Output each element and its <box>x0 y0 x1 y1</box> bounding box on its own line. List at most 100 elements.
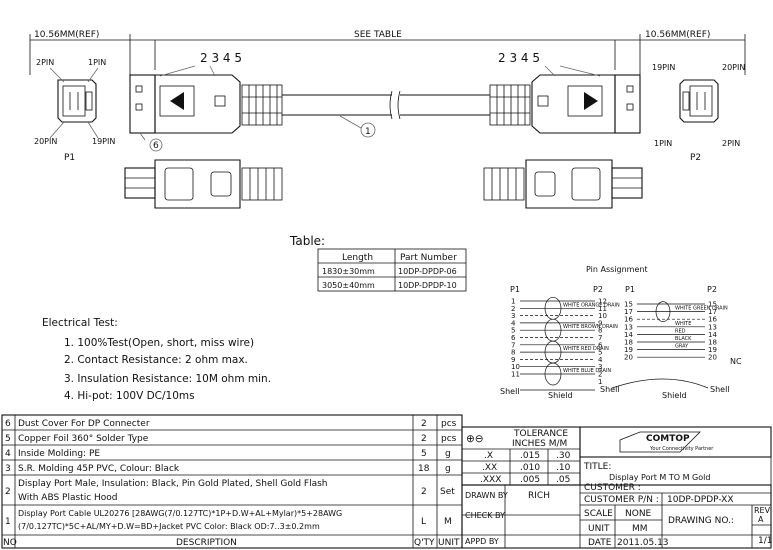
shield-left: Shield <box>548 391 573 400</box>
tol-xx-mm: .10 <box>556 463 571 473</box>
cable: 1 <box>282 90 490 138</box>
p1-pin-2: 2PIN <box>36 58 54 67</box>
title-label: TITLE: <box>583 462 611 472</box>
p2-end-view: 19PIN 20PIN 1PIN 2PIN P2 <box>652 63 745 163</box>
title-block: COMTOP Your Connectivity Partner TITLE: … <box>461 426 772 549</box>
pin-assignment: Pin Assignment P1 P2 P1 P2 1234567891011… <box>500 265 742 400</box>
check-by-label: CHECK BY <box>465 511 505 520</box>
pin-left-p1-1: 1 <box>511 298 515 306</box>
part-6-callout: 6 <box>153 141 159 151</box>
bom-row-6-unit: pcs <box>441 419 457 429</box>
bom-row-4-unit: g <box>445 449 451 459</box>
sheet-number: 1/1 <box>758 536 772 546</box>
electrical-test-item-3: 3. Insulation Resistance: 10M ohm min. <box>64 373 271 385</box>
pin-left-p2: P2 <box>593 285 603 294</box>
bom-row-6-desc: Dust Cover For DP Connecter <box>18 419 150 429</box>
pin-right-wire-5: GRAY <box>675 344 689 350</box>
tol-xx: .XX <box>482 463 497 473</box>
bom-row-2-unit: Set <box>440 487 455 497</box>
pin-left-group-2: WHITE BROWN DRAIN <box>563 324 618 330</box>
p2-pin-19: 19PIN <box>652 63 675 72</box>
bom-row-2-qty: 2 <box>421 487 427 497</box>
rev-label: REV <box>754 506 771 515</box>
pin-right-p2-16: 16 <box>708 316 717 324</box>
length-table: Table: Length Part Number 1830±30mm 10DP… <box>289 234 467 292</box>
pin-right-p1-18: 18 <box>624 339 633 347</box>
dim-left-ref: 10.56MM(REF) <box>34 30 99 40</box>
pin-right-p1-15: 15 <box>624 301 633 309</box>
pin-left-p1-11: 11 <box>511 371 520 379</box>
pin-left-p1-2: 2 <box>511 305 515 313</box>
length-row-1-part: 10DP-DPDP-06 <box>398 267 457 276</box>
tolerance-title: TOLERANCE <box>513 429 568 439</box>
pin-right-p1-13: 13 <box>624 323 633 331</box>
length-row-1-length: 1830±30mm <box>322 267 375 276</box>
bom-row-1-desc: Display Port Cable UL20276 [28AWG(7/0.12… <box>18 509 342 518</box>
p1-end-view: 2PIN 1PIN 20PIN 19PIN P1 <box>34 58 115 163</box>
pin-right-p2-13: 13 <box>708 323 717 331</box>
appd-by-label: APPD BY <box>465 537 499 546</box>
customer-label: CUSTOMER : <box>584 483 641 493</box>
pin-left-p1-10: 10 <box>511 363 520 371</box>
pin-left-p2-8: 8 <box>598 327 602 335</box>
drawn-by-label: DRAWN BY <box>465 491 508 500</box>
p1-pin-1: 1PIN <box>88 58 106 67</box>
tol-xxx: .XXX <box>480 475 501 485</box>
bom-row-5-no: 5 <box>5 434 11 444</box>
right-connector-side <box>483 159 643 209</box>
pin-assignment-title: Pin Assignment <box>586 265 648 274</box>
p1-pin-19: 19PIN <box>92 137 115 146</box>
bom-row-2-desc2: With ABS Plastic Hood <box>18 493 118 503</box>
left-parts-callout: 2 3 4 5 <box>200 51 242 65</box>
pin-left-p1-9: 9 <box>511 356 515 364</box>
pin-left-p2-12: 12 <box>598 298 607 306</box>
pin-right-wire-2: WHITE <box>675 321 691 327</box>
cable-callout: 1 <box>365 127 371 137</box>
pin-right-wire-1: WHITE GREEN DRAIN <box>675 306 728 312</box>
pin-left-group-1: WHITE ORANGE DRAIN <box>563 302 620 308</box>
pin-right-p1: P1 <box>625 285 635 294</box>
bom-footer-unit: UNIT <box>438 538 460 548</box>
bom-row-2-desc: Display Port Male, Insulation: Black, Pi… <box>18 479 328 489</box>
tol-xxx-in: .005 <box>520 475 540 485</box>
pin-right-p2-18: 18 <box>708 339 717 347</box>
bom-row-1-desc2: (7/0.127TC)*5C+AL/MY+D.W=BD+Jacket PVC C… <box>18 522 320 531</box>
bom-row-3-desc: S.R. Molding 45P PVC, Colour: Black <box>18 464 180 474</box>
bom-row-5-qty: 2 <box>421 434 427 444</box>
bom-row-3-unit: g <box>445 464 451 474</box>
tolerance-sub: INCHES M/M <box>512 439 567 449</box>
pin-right-p2: P2 <box>707 285 717 294</box>
drawn-by-value: RICH <box>528 491 550 501</box>
p1-label: P1 <box>64 153 75 163</box>
part-number-header: Part Number <box>400 253 457 263</box>
pin-left-p1-7: 7 <box>511 341 515 349</box>
nc-label: NC <box>730 357 742 366</box>
right-arrow-icon <box>584 92 598 110</box>
bom-row-6-no: 6 <box>5 419 11 429</box>
electrical-test-item-1: 1. 100%Test(Open, short, miss wire) <box>64 337 254 349</box>
p2-pin-1: 1PIN <box>654 139 672 148</box>
unit-label: UNIT <box>588 524 610 534</box>
rev-value: A <box>758 515 764 524</box>
shell-right-b: Shell <box>710 385 730 394</box>
pin-left-p1-8: 8 <box>511 349 515 357</box>
dim-right-ref: 10.56MM(REF) <box>645 30 710 40</box>
bom-row-1-unit: M <box>444 517 452 527</box>
tol-x-in: .015 <box>520 451 540 461</box>
bom-row-3-no: 3 <box>5 464 11 474</box>
p2-pin-20: 20PIN <box>722 63 745 72</box>
pin-right-p2-19: 19 <box>708 346 717 354</box>
electrical-test-item-2: 2. Contact Resistance: 2 ohm max. <box>64 354 248 366</box>
pin-left-p2-9: 9 <box>598 319 602 327</box>
bom-row-4-desc: Inside Molding: PE <box>18 449 100 459</box>
bom-table: 6 Dust Cover For DP Connecter 2 pcs 5 Co… <box>1 414 463 549</box>
customer-pn-value: 10DP-DPDP-XX <box>667 495 734 505</box>
tol-x-mm: .30 <box>556 451 571 461</box>
pin-right-p1-17: 17 <box>624 308 633 316</box>
shell-right-a: Shell <box>600 385 620 394</box>
pin-left-shield-4 <box>544 362 562 386</box>
pin-right-p2-14: 14 <box>708 331 717 339</box>
